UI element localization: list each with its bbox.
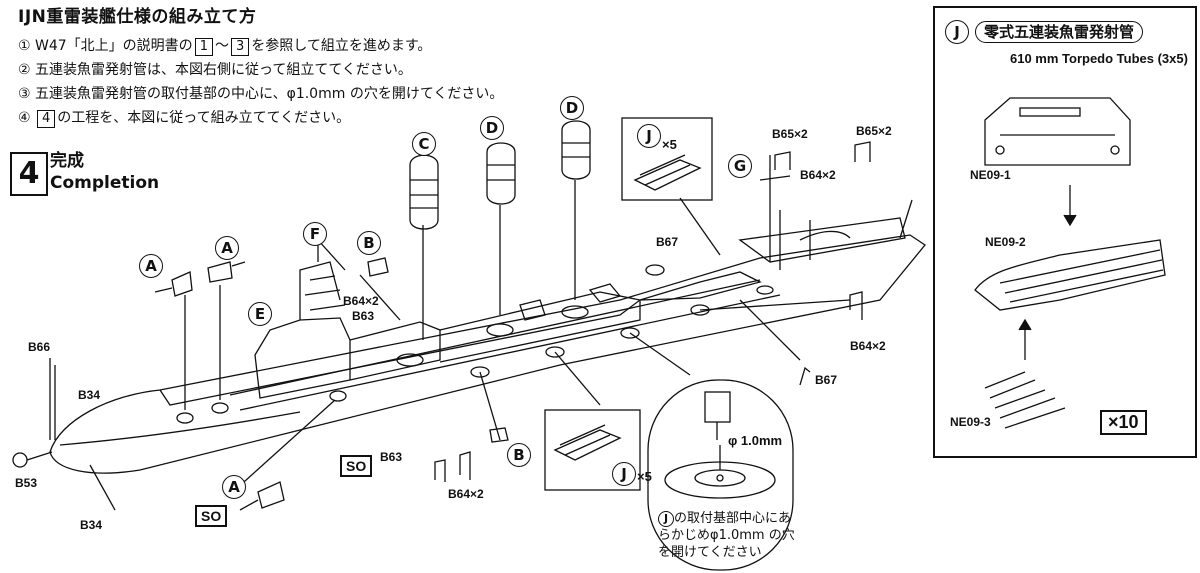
torpedo-tube-stack-c: [409, 154, 439, 230]
step-2-number: ②: [18, 62, 31, 78]
torpedo-tube-panel: [933, 6, 1197, 458]
panel-title-jp: 零式五連装魚雷発射管: [975, 21, 1144, 43]
torpedo-tube-stack-d1: [486, 142, 516, 205]
label-b64-mid: B64×2: [343, 294, 379, 308]
panel-header: J 零式五連装魚雷発射管: [945, 20, 1144, 44]
inset-j-top: [621, 117, 713, 201]
label-x5-top: ×5: [662, 137, 677, 152]
label-b67-top: B67: [656, 235, 679, 249]
step-3: ③ 五連装魚雷発射管の取付基部の中心に、φ1.0mm の穴を開けてください。: [18, 82, 503, 106]
hole-size-label: φ 1.0mm: [728, 433, 783, 448]
step-3-text: 五連装魚雷発射管の取付基部の中心に、φ1.0mm の穴を開けてください。: [35, 86, 504, 102]
label-ne09-1: NE09-1: [970, 168, 1011, 182]
step-ref-box-4: 4: [37, 110, 56, 128]
torpedo-mount-drawing: [984, 97, 1131, 166]
label-b34-bottom: B34: [80, 518, 103, 532]
step-1-number: ①: [18, 38, 31, 54]
label-b64-aft: B64×2: [800, 168, 836, 182]
step-ref-box-1: 1: [194, 38, 213, 56]
callout-d-1: D: [480, 116, 504, 140]
callout-g: G: [728, 154, 752, 178]
torpedo-tube-stack-d2: [561, 120, 591, 180]
so-badge-2: SO: [195, 505, 228, 527]
callout-c: C: [412, 132, 436, 156]
hull-outline: [49, 234, 926, 474]
step-ref-box-3: 3: [230, 38, 250, 56]
label-b63-low: B63: [380, 450, 403, 464]
callout-a-2: A: [215, 236, 239, 260]
step-3-number: ③: [18, 86, 31, 102]
panel-callout-j: J: [945, 20, 969, 44]
aft-superstructure: [738, 217, 906, 263]
label-ne09-2: NE09-2: [985, 235, 1026, 249]
label-b34-top: B34: [78, 388, 101, 402]
step-number-badge: 4: [10, 152, 48, 196]
callout-a-1: A: [139, 254, 163, 278]
label-b53: B53: [15, 476, 38, 490]
step-1-text-post: を参照して組立を進めます。: [251, 38, 432, 54]
label-b64-right: B64×2: [850, 339, 886, 353]
callout-b-2: B: [507, 443, 531, 467]
callout-j-top: J: [637, 124, 661, 148]
label-b63-mid: B63: [352, 309, 375, 323]
callout-b-1: B: [357, 231, 381, 255]
step-heading-jp: 完成: [50, 151, 84, 171]
label-b65-left: B65×2: [772, 127, 808, 141]
callout-j-bottom: J: [612, 462, 636, 486]
torpedo-tubes-parts: [984, 371, 1066, 429]
label-b64-low: B64×2: [448, 487, 484, 501]
step-2: ② 五連装魚雷発射管は、本図右側に従って組立ててください。: [18, 58, 503, 82]
torpedo-tubes-assembled: [974, 239, 1166, 311]
step-heading: 完成 Completion: [50, 150, 159, 194]
callout-e: E: [248, 302, 272, 326]
label-b67-right: B67: [815, 373, 838, 387]
label-b66: B66: [28, 340, 51, 354]
panel-title-en: 610 mm Torpedo Tubes (3x5): [1010, 51, 1188, 66]
page-title: IJN重雷装艦仕様の組み立て方: [18, 7, 257, 27]
label-b65-right: B65×2: [856, 124, 892, 138]
callout-d-2: D: [560, 96, 584, 120]
label-x5-bottom: ×5: [637, 469, 652, 484]
step-4-text: の工程を、本図に従って組み立ててください。: [57, 110, 351, 126]
step-2-text: 五連装魚雷発射管は、本図右側に従って組立ててください。: [35, 62, 412, 78]
bridge-structure: [254, 317, 351, 399]
so-badge-1: SO: [340, 455, 373, 477]
detail-note-text: の取付基部中心にあらかじめφ1.0mm の穴を開けてください: [658, 511, 795, 560]
label-ne09-3: NE09-3: [950, 415, 991, 429]
callout-f: F: [303, 222, 327, 246]
detail-bubble: [647, 379, 794, 571]
callout-a-3: A: [222, 475, 246, 499]
quantity-badge: ×10: [1100, 410, 1147, 435]
inset-j-bottom: [544, 409, 641, 491]
detail-note-callout-j: J: [658, 511, 674, 527]
step-heading-en: Completion: [50, 173, 160, 193]
step-4-number: ④: [18, 110, 31, 126]
step-1-sep: ～: [214, 38, 229, 54]
step-1-text-pre: W47「北上」の説明書の: [35, 38, 193, 54]
